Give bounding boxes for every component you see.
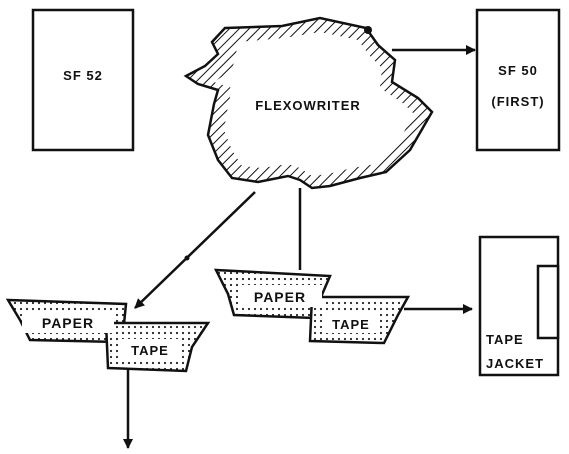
sf50-label: SF 50	[498, 63, 538, 78]
tape-jacket-box: TAPE JACKET	[478, 235, 560, 377]
line-dot	[184, 255, 190, 261]
right-paper-label: PAPER	[254, 289, 306, 305]
flexowriter-label: FLEXOWRITER	[255, 98, 361, 113]
right-paper-tape: PAPER TAPE	[213, 268, 411, 345]
flexowriter-shape: FLEXOWRITER	[183, 16, 434, 190]
sf50-first-label: (FIRST)	[491, 94, 544, 109]
sf52-box: SF 52	[31, 8, 135, 152]
sf52-label: SF 52	[63, 68, 103, 83]
arrow-to-left-tape	[134, 191, 256, 309]
tape-jacket-label-2: JACKET	[486, 356, 544, 371]
connection-dot	[364, 26, 372, 34]
sf50-box: SF 50 (FIRST)	[475, 8, 561, 152]
left-tape-label: TAPE	[131, 343, 169, 358]
left-paper-tape: PAPER TAPE	[5, 298, 211, 373]
tape-jacket-label-1: TAPE	[486, 332, 524, 347]
right-tape-label: TAPE	[332, 317, 370, 332]
left-paper-label: PAPER	[42, 315, 94, 331]
tape-jacket-pocket	[536, 264, 560, 340]
